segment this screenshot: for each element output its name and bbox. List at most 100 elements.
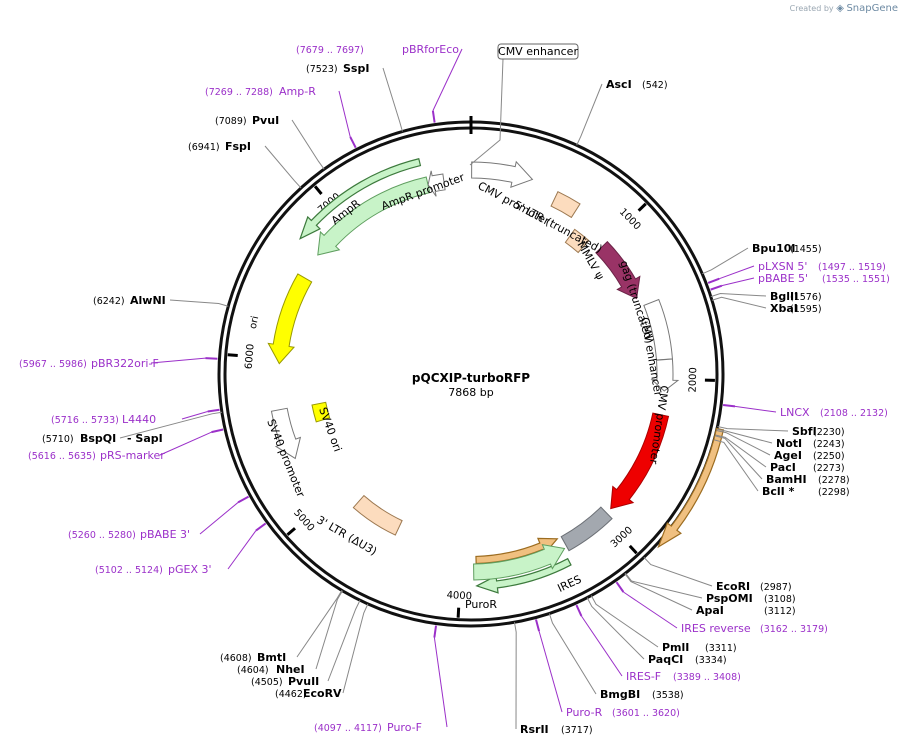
primer-position: (5260 .. 5280) [68, 530, 136, 541]
primer-tick [205, 357, 218, 360]
leader-line [734, 405, 777, 413]
enzyme-position: (6941) [188, 142, 220, 153]
leader-line [296, 590, 343, 658]
primer-arc-puror-primer-1[interactable] [475, 557, 572, 594]
cmv-enhancer-box [497, 43, 579, 60]
enzyme-position: (3538) [652, 690, 684, 701]
feature-label-sv40-ori: SV40 ori [316, 406, 344, 454]
leader-line [717, 426, 789, 432]
leader-line [586, 597, 645, 660]
tick-mark [227, 353, 238, 358]
leader-line [338, 90, 351, 138]
tick-mark [286, 527, 296, 536]
tick-label: 2000 [688, 367, 700, 393]
enzyme-position: (3334) [695, 655, 727, 666]
primer-position: (7679 .. 7697) [296, 45, 364, 56]
enzyme-position: (3108) [764, 594, 796, 605]
brand-prefix: Created by [789, 4, 834, 13]
primer-position: (5102 .. 5124) [95, 565, 163, 576]
leader-line [580, 615, 623, 677]
leader-line [643, 556, 713, 587]
feature-ampr-promoter[interactable] [427, 170, 446, 197]
primer-plxsn-5: pLXSN 5' [758, 260, 807, 273]
enzyme-rsrii: RsrII [520, 723, 549, 736]
enzyme-paci: PacI [770, 461, 796, 474]
feature-3-ltr-u3[interactable] [352, 494, 403, 536]
enzyme-paqci: PaqCI [648, 653, 683, 666]
leader-line [576, 83, 603, 146]
enzyme-position: (3717) [561, 725, 593, 736]
enzyme-position: (2273) [813, 463, 845, 474]
leader-line [715, 435, 763, 480]
enzyme-pmli: PmlI [662, 641, 689, 654]
primer-tick [707, 277, 720, 284]
primer-ires-f: IRES-F [626, 670, 661, 683]
feature-cmv-promoter[interactable] [650, 358, 680, 392]
tick-mark [313, 185, 323, 195]
enzyme-position: (2243) [813, 439, 845, 450]
cmv-enhancer-box-label: CMV enhancer [498, 45, 578, 58]
enzyme-bspqi: BspQI [80, 432, 116, 445]
enzyme-bmti: BmtI [257, 651, 286, 664]
leader-line [623, 591, 678, 629]
leader-line [227, 530, 257, 570]
primer-position: (5616 .. 5635) [28, 451, 96, 462]
primer-position: (7269 .. 7288) [205, 87, 273, 98]
primer-tick [575, 604, 583, 617]
feature-puror[interactable] [473, 544, 566, 581]
leader-line [315, 590, 343, 670]
primer-arc-turborfp-primer[interactable] [657, 427, 725, 549]
primer-tick [237, 495, 250, 504]
primer-puro-r: Puro-R [566, 706, 603, 719]
primer-tick [431, 110, 436, 123]
primer-arc-puror-primer-2[interactable] [475, 537, 559, 565]
leader-line [432, 48, 463, 111]
leader-line [327, 600, 361, 682]
enzyme-position: (3112) [764, 606, 796, 617]
feature-gag-truncated[interactable] [595, 240, 641, 300]
enzyme-position: (4608) [220, 653, 252, 664]
primer-puro-f: Puro-F [387, 721, 422, 734]
primer-tick [349, 136, 357, 149]
leader-line [716, 428, 773, 444]
leader-line [513, 622, 517, 730]
enzyme-position: (3311) [705, 643, 737, 654]
feature-cmv-promoter[interactable] [471, 160, 534, 188]
snapgene-logo-icon: ◈ [836, 3, 844, 14]
primer-arc-ampr-primer[interactable] [299, 158, 422, 240]
feature-label-puror: PuroR [465, 598, 497, 611]
feature-ori[interactable] [267, 273, 313, 365]
enzyme-position: (2987) [760, 582, 792, 593]
feature-sv40-promoter[interactable] [270, 407, 302, 460]
feature-turborfp[interactable] [610, 412, 670, 510]
enzyme-position: (2230) [813, 427, 845, 438]
primer-tick [207, 408, 220, 413]
enzyme-position: (7089) [215, 116, 247, 127]
enzyme-position: (1595) [790, 304, 822, 315]
enzyme-pspomi: PspOMI [706, 592, 753, 605]
primer-tick [710, 284, 723, 291]
enzyme-fspi: FspI [225, 140, 251, 153]
leader-line [199, 502, 239, 535]
primer-tick [615, 581, 625, 593]
feature-mmlv[interactable] [564, 228, 590, 254]
leader-line [291, 119, 325, 170]
feature-sv40-ori[interactable] [311, 401, 331, 423]
enzyme-position: (1455) [790, 244, 822, 255]
leader-line [710, 293, 767, 298]
primer-pgex-3: pGEX 3' [168, 563, 212, 576]
feature-5-ltr-truncated[interactable] [550, 190, 581, 219]
leader-line [181, 410, 208, 420]
feature-label-ori: ori [248, 315, 261, 330]
leader-line [548, 613, 597, 695]
primer-position: (5716 .. 5733) [51, 415, 119, 426]
enzyme-bpu10i: Bpu10I [752, 242, 796, 255]
enzyme-position: (4505) [251, 677, 283, 688]
leader-line [382, 67, 403, 132]
primer-pbrforeco: pBRforEco [402, 43, 459, 56]
enzyme-position: (4462) [275, 689, 307, 700]
primer-lncx: LNCX [780, 406, 810, 419]
feature-ires[interactable] [560, 506, 613, 552]
feature-ampr[interactable] [317, 176, 431, 256]
